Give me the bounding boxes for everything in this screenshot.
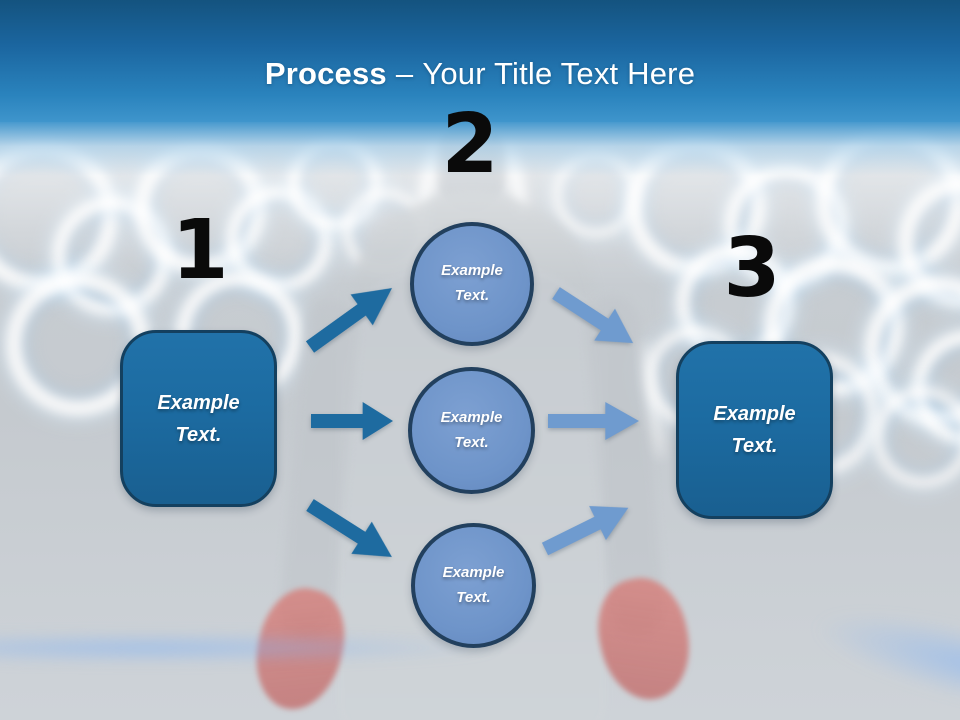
blue-light-streak-left <box>0 634 510 662</box>
process-circle-top[interactable]: Example Text. <box>410 222 534 346</box>
process-box-left[interactable]: Example Text. <box>120 330 277 507</box>
process-circle-middle[interactable]: Example Text. <box>408 367 535 494</box>
bokeh-ring <box>872 386 960 488</box>
arrow-middle-circle-to-right[interactable] <box>548 399 639 443</box>
process-circle-bottom[interactable]: Example Text. <box>411 523 536 648</box>
arrow-top-circle-to-right[interactable] <box>544 275 645 362</box>
title-rest: Your Title Text Here <box>422 56 696 91</box>
step-number-3[interactable]: 3 <box>723 221 781 316</box>
process-box-left-label: Example Text. <box>157 391 240 446</box>
process-circle-top-label: Example Text. <box>441 262 503 304</box>
arrow-bottom-circle-to-right[interactable] <box>535 488 638 569</box>
process-circle-middle-label: Example Text. <box>440 408 503 451</box>
arrow-left-to-middle-circle[interactable] <box>311 399 393 443</box>
header-fade <box>0 122 960 176</box>
step-number-1[interactable]: 1 <box>171 203 229 298</box>
process-circle-bottom-label: Example Text. <box>442 563 505 606</box>
arrow-left-to-bottom-circle[interactable] <box>298 486 403 575</box>
step-number-2[interactable]: 2 <box>441 97 499 192</box>
title-dash: – <box>395 56 414 91</box>
process-box-right[interactable]: Example Text. <box>676 341 833 519</box>
arrow-left-to-top-circle[interactable] <box>297 270 405 365</box>
slide-title[interactable]: Process–Your Title Text Here <box>0 54 960 94</box>
process-box-right-label: Example Text. <box>713 403 796 457</box>
title-emphasis: Process <box>264 56 387 91</box>
header-band <box>0 0 960 122</box>
